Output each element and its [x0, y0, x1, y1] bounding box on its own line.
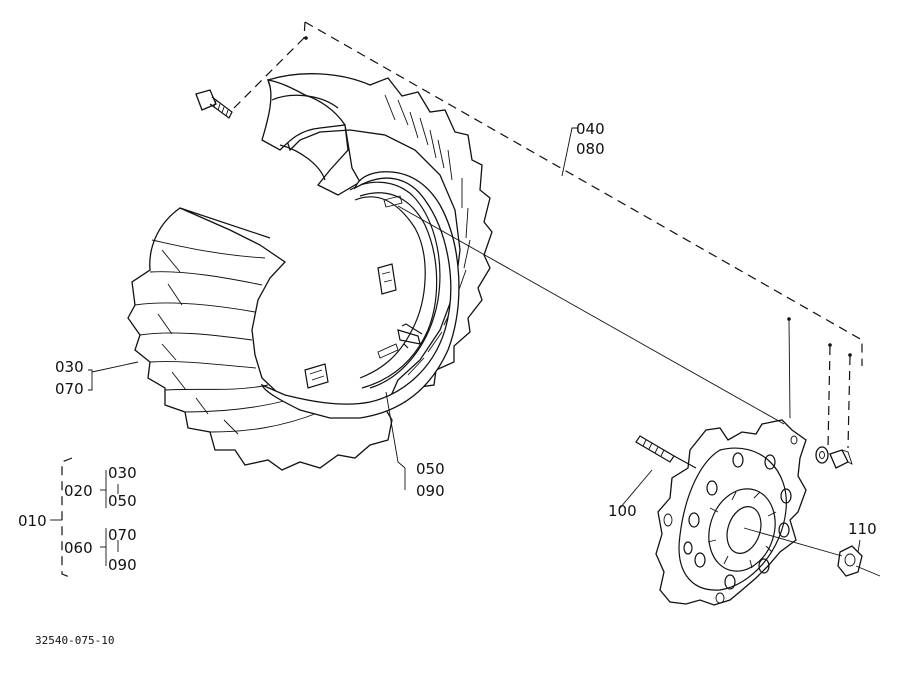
assembly-tree-brackets: [50, 457, 119, 579]
callout-080: 080: [576, 140, 605, 158]
callout-030: 030: [55, 358, 84, 376]
callout-050: 050: [416, 460, 445, 478]
nut-top-illustration: [829, 449, 853, 469]
tree-group-060: 060: [64, 539, 93, 557]
stud-illustration: [635, 435, 697, 469]
hub-flange-illustration: [655, 419, 807, 606]
callout-070: 070: [55, 380, 84, 398]
tree-item-070: 070: [108, 526, 137, 544]
callout-090: 090: [416, 482, 445, 500]
assembly-lines: [88, 21, 881, 577]
tree-root-010: 010: [18, 512, 47, 530]
drawing-code: 32540-075-10: [35, 634, 114, 647]
tree-item-030: 030: [108, 464, 137, 482]
bolt-illustration: [195, 89, 233, 119]
callout-040: 040: [576, 120, 605, 138]
callout-110: 110: [848, 520, 877, 538]
tire-illustration: [127, 73, 493, 471]
callout-100: 100: [608, 502, 637, 520]
washer-illustration: [815, 446, 829, 464]
tree-item-090: 090: [108, 556, 137, 574]
rim-illustration: [260, 171, 460, 419]
nut-110-illustration: [837, 545, 863, 577]
tree-item-050: 050: [108, 492, 137, 510]
tree-group-020: 020: [64, 482, 93, 500]
